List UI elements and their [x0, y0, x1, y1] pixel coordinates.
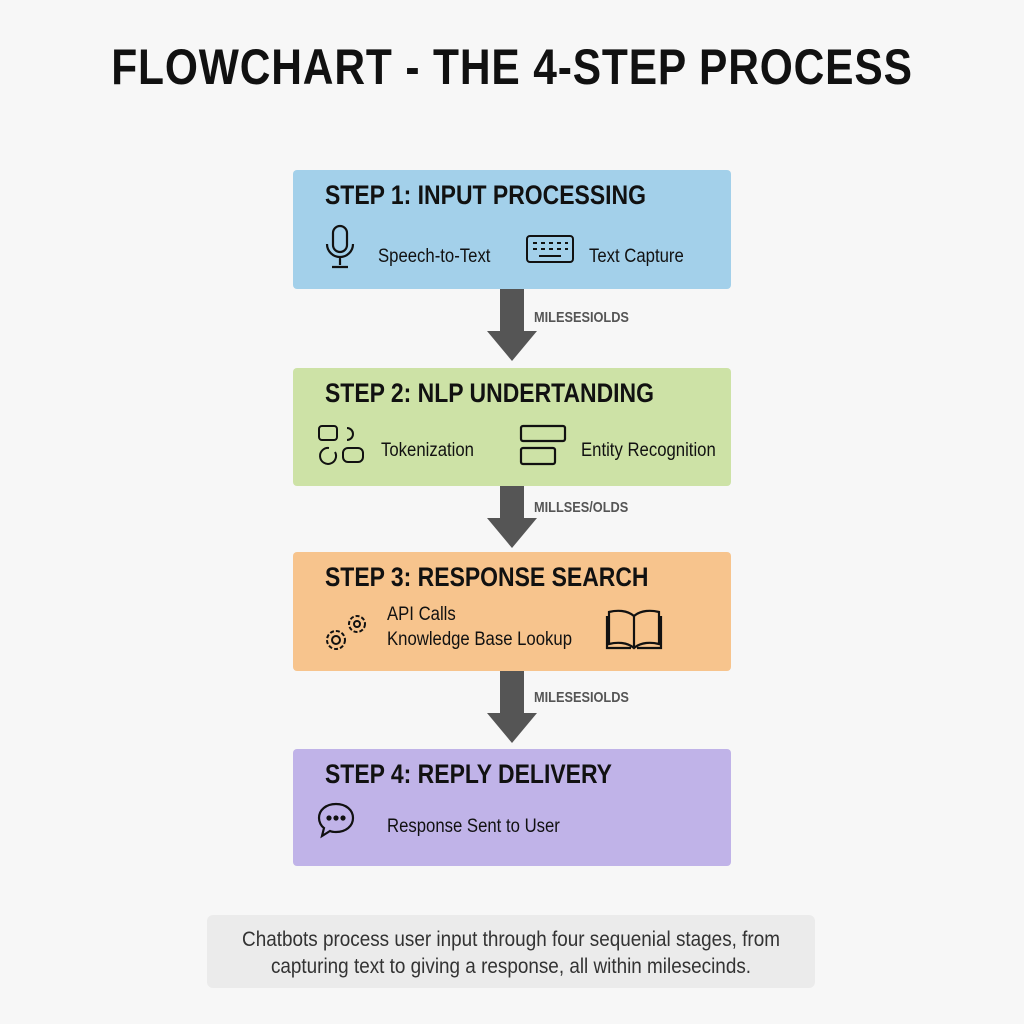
caption-line: Chatbots process user input through four… [242, 928, 780, 951]
flow-arrow [487, 289, 537, 361]
page-title: FLOWCHART - THE 4-STEP PROCESS [111, 39, 913, 95]
step-item: Response Sent to User [387, 816, 560, 837]
gears-icon [326, 615, 366, 650]
step-2-box: STEP 2: NLP UNDERTANDING Tokenization En… [293, 368, 731, 486]
caption-line: capturing text to giving a response, all… [270, 955, 752, 978]
step-3-box: STEP 3: RESPONSE SEARCH API Calls Knowle… [293, 552, 731, 671]
step-item: API Calls [387, 604, 456, 625]
step-item: Speech-to-Text [378, 246, 491, 267]
flow-arrow [487, 486, 537, 548]
flow-arrow [487, 671, 537, 743]
step-heading: STEP 1: INPUT PROCESSING [325, 180, 646, 210]
step-heading: STEP 4: REPLY DELIVERY [325, 759, 612, 789]
book-icon [605, 609, 663, 650]
caption-box: Chatbots process user input through four… [207, 915, 815, 988]
arrow-label: MILESESIOLDS [534, 309, 629, 326]
chat-bubble-icon [317, 802, 355, 839]
step-item: Text Capture [589, 246, 684, 267]
tokenization-icon [318, 425, 364, 465]
step-1-box: STEP 1: INPUT PROCESSING Speech-to-Text … [293, 170, 731, 289]
step-heading: STEP 2: NLP UNDERTANDING [325, 378, 654, 408]
microphone-icon [325, 224, 355, 269]
keyboard-icon [526, 235, 574, 263]
arrow-label: MILLSES/OLDS [534, 499, 629, 516]
entity-blocks-icon [519, 424, 567, 466]
step-4-box: STEP 4: REPLY DELIVERY Response Sent to … [293, 749, 731, 866]
step-item: Entity Recognition [581, 440, 716, 461]
step-heading: STEP 3: RESPONSE SEARCH [325, 562, 649, 592]
step-item: Knowledge Base Lookup [387, 629, 572, 650]
step-item: Tokenization [381, 440, 474, 461]
arrow-label: MILESESIOLDS [534, 689, 629, 706]
